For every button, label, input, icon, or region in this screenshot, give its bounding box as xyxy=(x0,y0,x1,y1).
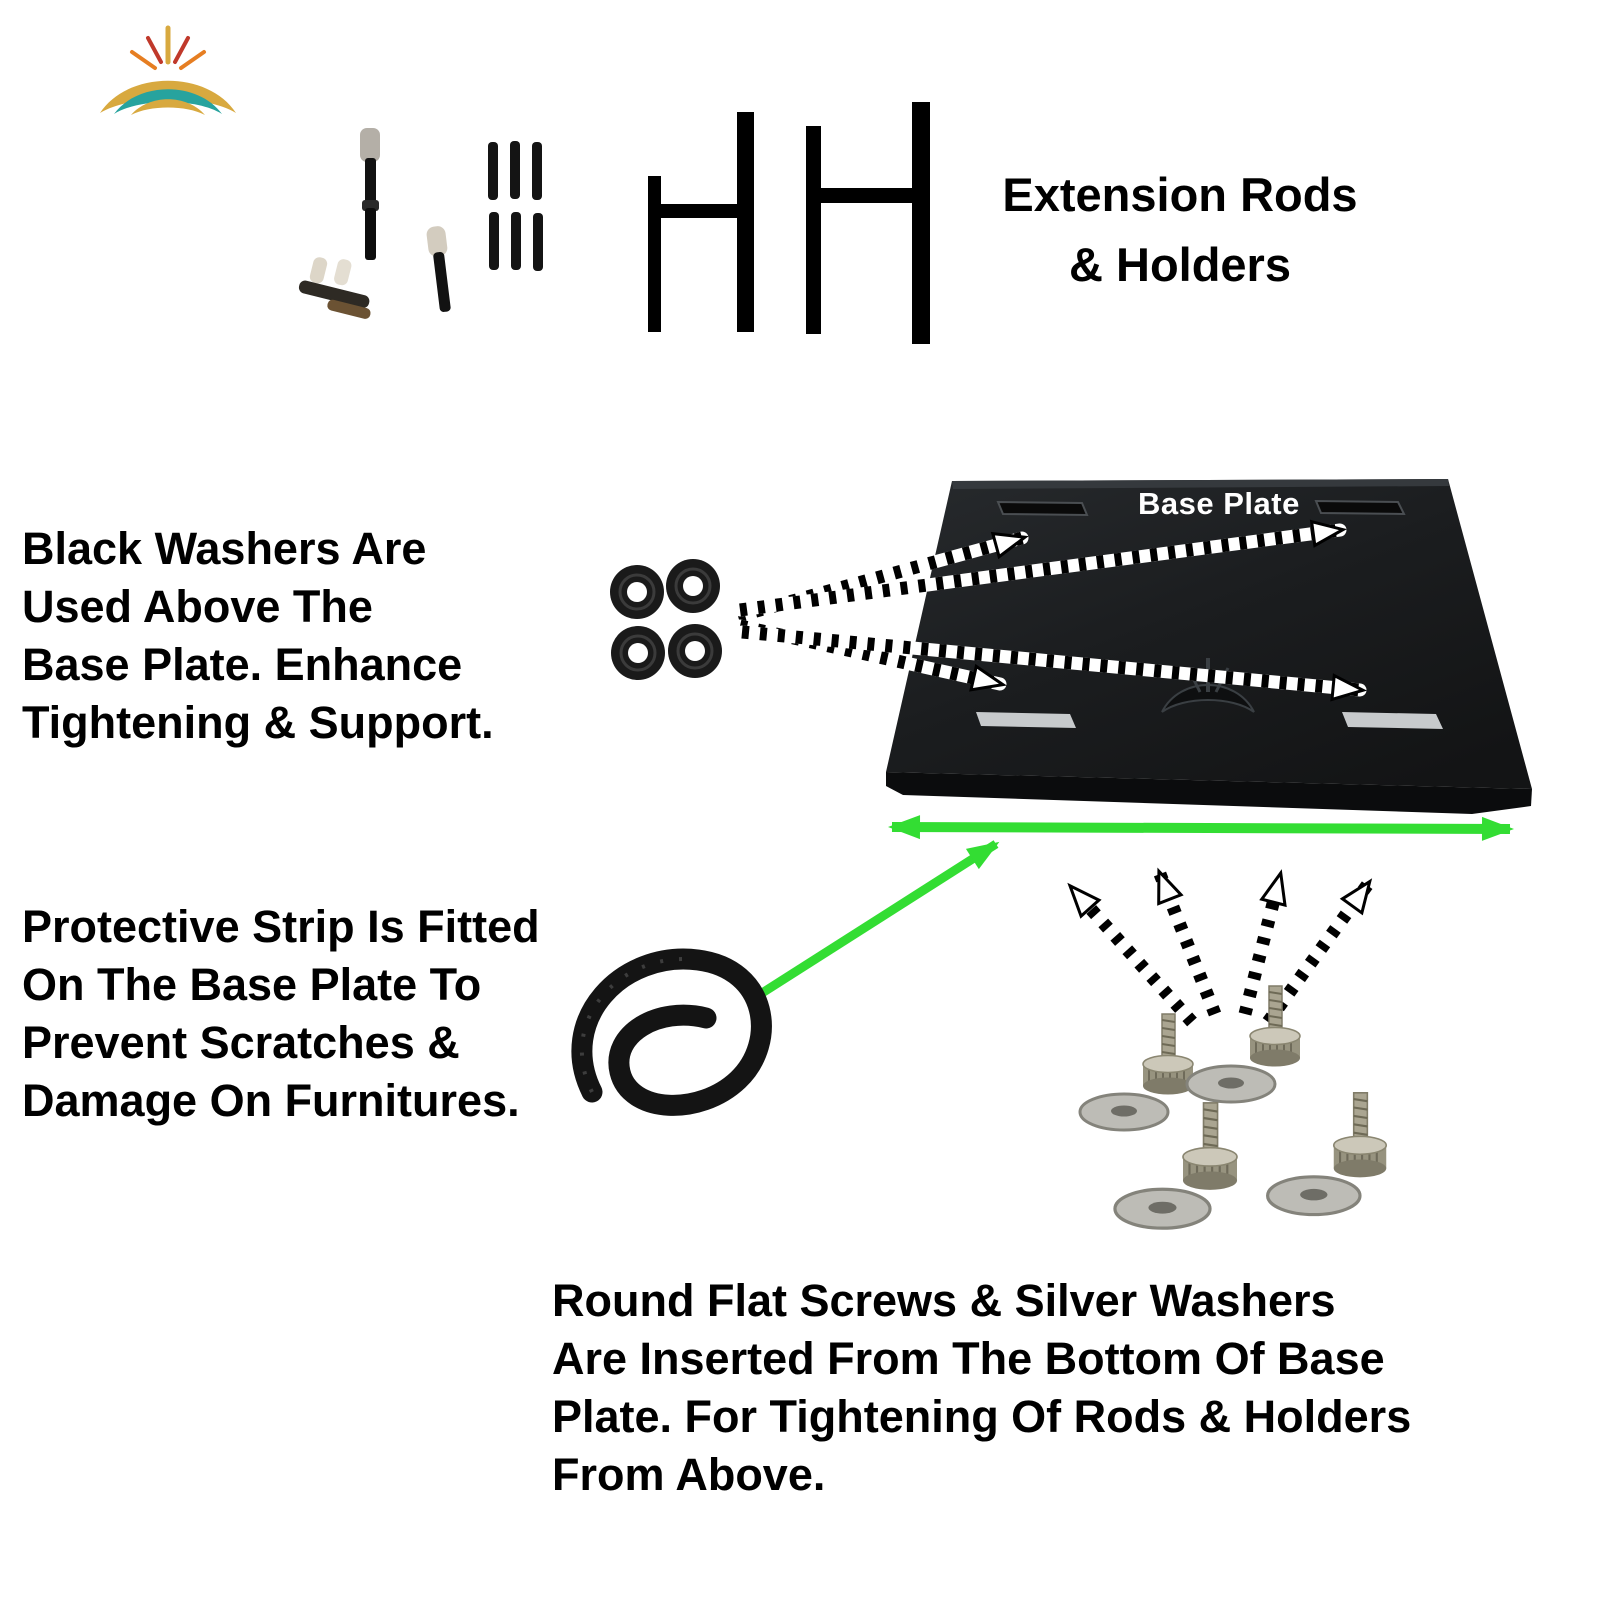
strip-to-plate-arrow xyxy=(745,840,1000,1006)
black-washers-note: Black Washers Are Used Above The Base Pl… xyxy=(22,520,494,752)
extension-rods-photo xyxy=(298,128,543,319)
plate-slot-top-right xyxy=(1314,499,1406,516)
brand-logo-icon xyxy=(100,25,236,115)
text-line: Plate. For Tightening Of Rods & Holders xyxy=(552,1391,1412,1442)
text-line: Extension Rods xyxy=(1002,168,1358,221)
black-washers-photo xyxy=(610,559,722,680)
screw-insertion-arrows xyxy=(1065,867,1375,1029)
text-line: Used Above The xyxy=(22,581,373,632)
short-rods xyxy=(488,141,543,271)
text-line: Round Flat Screws & Silver Washers xyxy=(552,1275,1336,1326)
text-line: Protective Strip Is Fitted xyxy=(22,901,540,952)
plate-slot-bottom-left xyxy=(976,712,1076,728)
plate-width-arrow xyxy=(888,815,1514,841)
protective-strip-note: Protective Strip Is Fitted On The Base P… xyxy=(22,898,540,1130)
plate-slot-top-left xyxy=(996,500,1089,517)
text-line: Are Inserted From The Bottom Of Base xyxy=(552,1333,1385,1384)
protective-strip-photo xyxy=(571,948,772,1116)
base-plate-photo xyxy=(886,479,1532,814)
thumb-screws-photo xyxy=(1078,984,1388,1230)
round-screws-note: Round Flat Screws & Silver Washers Are I… xyxy=(552,1272,1411,1504)
text-line: On The Base Plate To xyxy=(22,959,482,1010)
extension-rods-heading: Extension Rods & Holders xyxy=(960,160,1400,300)
plate-slot-bottom-right xyxy=(1342,712,1443,729)
text-line: From Above. xyxy=(552,1449,826,1500)
rod-holders-photo xyxy=(648,102,930,344)
text-line: Black Washers Are xyxy=(22,523,427,574)
text-line: Tightening & Support. xyxy=(22,697,494,748)
text-line: & Holders xyxy=(1069,238,1291,291)
text-line: Damage On Furnitures. xyxy=(22,1075,520,1126)
text-line: Base Plate. Enhance xyxy=(22,639,463,690)
text-line: Prevent Scratches & xyxy=(22,1017,460,1068)
base-plate-label: Base Plate xyxy=(1138,486,1300,521)
washer-position-arrows xyxy=(731,519,1368,702)
